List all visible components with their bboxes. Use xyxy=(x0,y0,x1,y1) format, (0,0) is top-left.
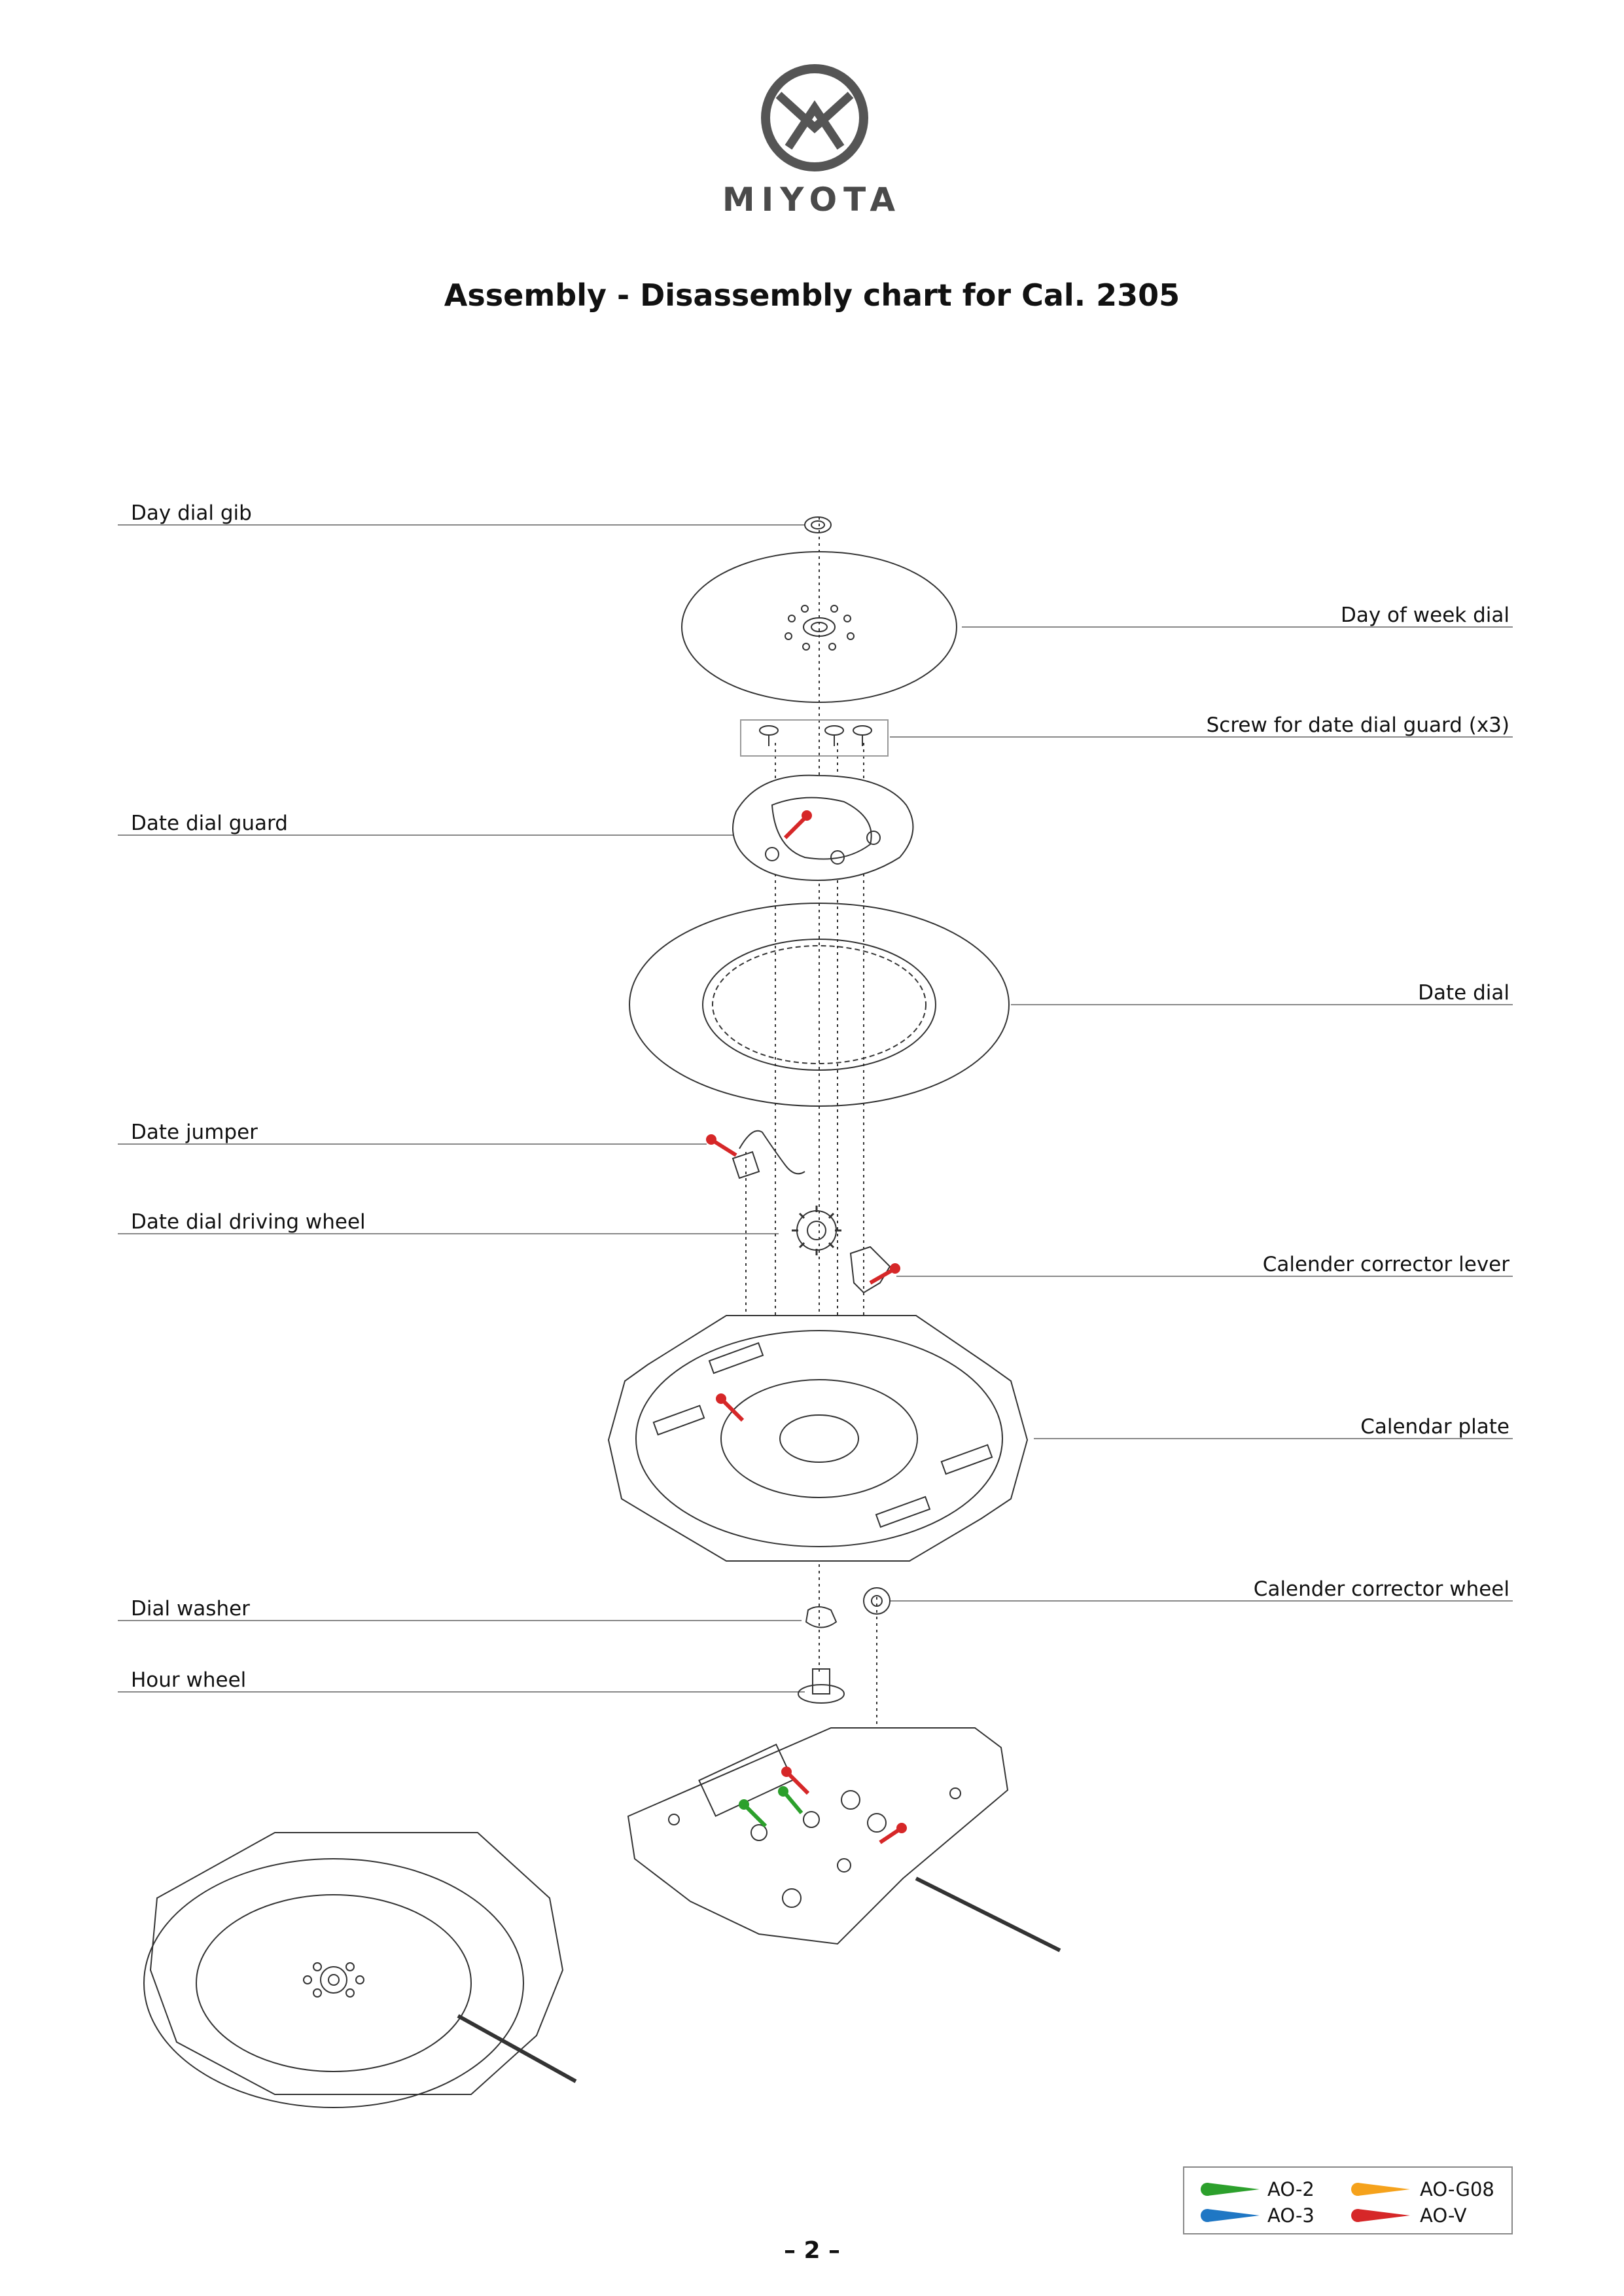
label-calender-corrector-wheel: Calender corrector wheel xyxy=(1253,1577,1509,1601)
label-date-dial: Date dial xyxy=(1418,981,1509,1005)
label-date-dial-guard: Date dial guard xyxy=(131,812,288,835)
brand-name: MIYOTA xyxy=(722,181,902,219)
label-date-dial-driving-wheel: Date dial driving wheel xyxy=(131,1210,366,1234)
label-screw-for-date-dial-guard: Screw for date dial guard (x3) xyxy=(1206,713,1509,737)
legend-ao-2: AO-2 xyxy=(1267,2178,1315,2200)
legend-ao-v: AO-V xyxy=(1420,2204,1467,2227)
label-date-jumper: Date jumper xyxy=(131,1121,258,1144)
ao-g08-oil-drop-icon xyxy=(1351,2183,1410,2196)
ao-2-oil-drop-icon xyxy=(1201,2183,1260,2196)
oil-legend: AO-2 AO-G08 AO-3 AO-V xyxy=(1183,2166,1513,2234)
label-calender-corrector-lever: Calender corrector lever xyxy=(1262,1253,1509,1276)
page-number: – 2 – xyxy=(783,2237,841,2264)
ao-v-oil-drop-icon xyxy=(1351,2209,1410,2222)
ao-3-oil-drop-icon xyxy=(1201,2209,1260,2222)
label-calendar-plate: Calendar plate xyxy=(1360,1415,1509,1439)
page-title: Assembly - Disassembly chart for Cal. 23… xyxy=(444,278,1180,313)
legend-ao-g08: AO-G08 xyxy=(1420,2178,1494,2200)
label-hour-wheel: Hour wheel xyxy=(131,1668,247,1692)
label-day-dial-gib: Day dial gib xyxy=(131,501,252,525)
legend-ao-3: AO-3 xyxy=(1267,2204,1315,2227)
label-day-of-week-dial: Day of week dial xyxy=(1340,603,1509,627)
label-dial-washer: Dial washer xyxy=(131,1597,250,1621)
miyota-logo-icon xyxy=(761,64,868,171)
oil-markers xyxy=(706,810,907,1844)
